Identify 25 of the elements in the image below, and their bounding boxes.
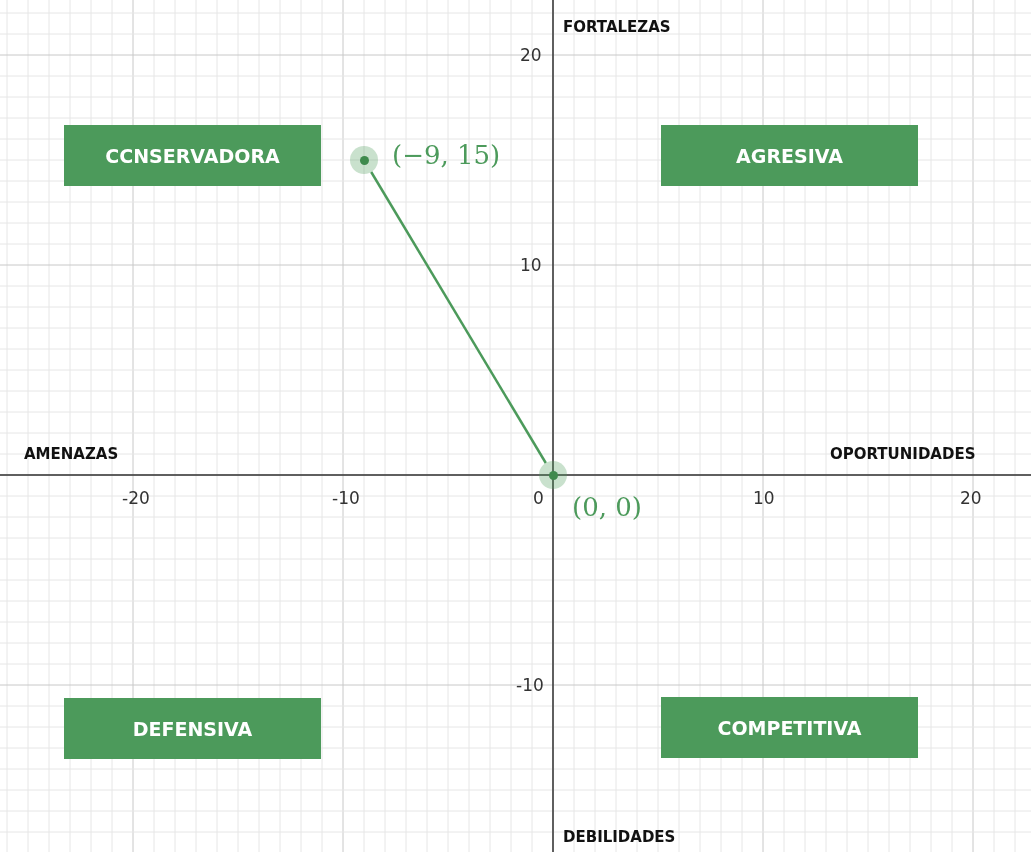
coordinate-label: (−9, 15): [392, 140, 501, 170]
tick-label: 20: [960, 488, 982, 508]
quadrant-box: [64, 125, 321, 186]
tick-label: -10: [516, 675, 544, 695]
axis-title: AMENAZAS: [24, 445, 119, 463]
point-marker: [539, 461, 567, 489]
axis-title: FORTALEZAS: [563, 18, 671, 36]
line-segment: [370, 171, 547, 464]
tick-label: 10: [520, 255, 542, 275]
coordinate-label: (0, 0): [572, 492, 642, 522]
axis-title: DEBILIDADES: [563, 828, 676, 846]
tick-label: -20: [122, 488, 150, 508]
tick-label: 10: [753, 488, 775, 508]
quadrant-name: AGRESIVA: [736, 144, 843, 167]
tick-label: 0: [533, 488, 544, 508]
quadrant-box: [661, 697, 918, 758]
quadrant-name: DEFENSIVA: [132, 717, 253, 740]
quadrant-name: COMPETITIVA: [717, 716, 862, 739]
quadrant-box: [661, 125, 918, 186]
point-marker: [350, 146, 378, 174]
axis-title: OPORTUNIDADES: [830, 445, 976, 463]
quadrant-box: [64, 698, 321, 759]
tick-label: 20: [520, 45, 542, 65]
quadrant-name: CCNSERVADORA: [105, 144, 280, 167]
tick-label: -10: [332, 488, 360, 508]
